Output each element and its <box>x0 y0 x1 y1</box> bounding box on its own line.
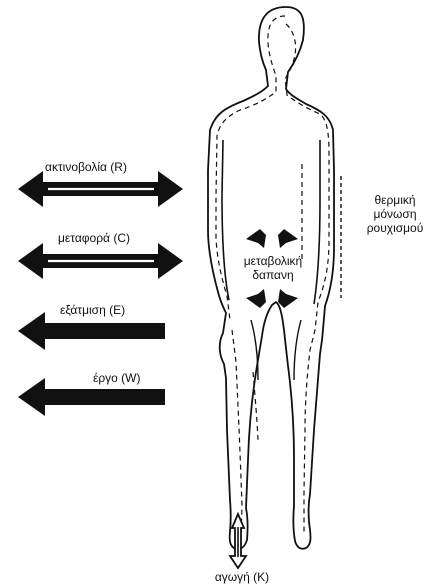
evaporation-arrow-icon <box>18 312 165 350</box>
clothing-insulation-line-3: ρουχισμού <box>355 222 435 236</box>
radiation-arrow-icon <box>18 171 183 207</box>
clothing-insulation-label: θερμική μόνωση ρουχισμού <box>355 194 435 235</box>
metabolic-upper-arrows-icon <box>246 229 298 248</box>
metabolic-line-2: δαπανη <box>238 269 308 283</box>
radiation-label: ακτινοβολία (R) <box>45 161 127 173</box>
convection-arrow-icon <box>18 243 183 279</box>
work-label: έργο (W) <box>93 372 141 384</box>
conduction-label: αγωγή (K) <box>215 571 269 583</box>
clothing-insulation-line-1: θερμική <box>355 194 435 208</box>
left-arm-inner-edge <box>222 140 229 300</box>
right-arm-inner-edge <box>314 140 320 304</box>
evaporation-label: εξάτμιση (E) <box>60 304 125 316</box>
conduction-arrow-icon <box>230 514 246 568</box>
convection-label: μεταφορά (C) <box>58 232 130 244</box>
right-leg-inner-edge <box>294 320 301 380</box>
metabolic-label: μεταβολική δαπανη <box>238 255 308 283</box>
work-arrow-icon <box>18 378 165 416</box>
clothing-insulation-line-2: μόνωση <box>355 208 435 222</box>
metabolic-line-1: μεταβολική <box>238 255 308 269</box>
